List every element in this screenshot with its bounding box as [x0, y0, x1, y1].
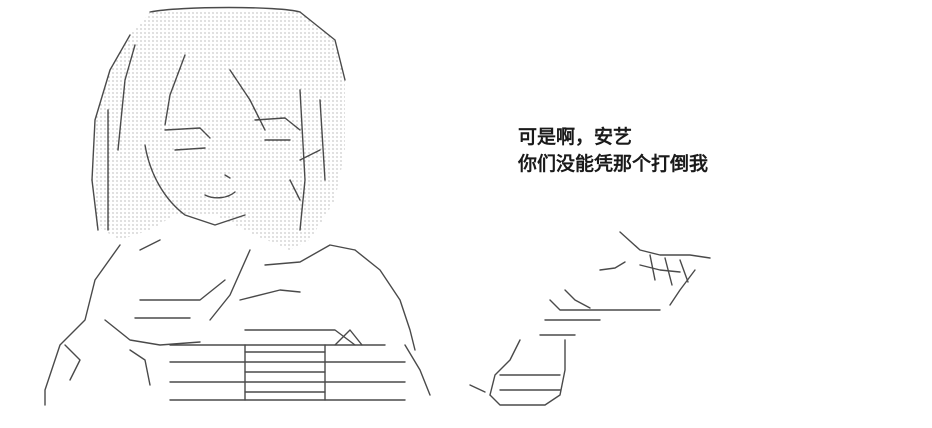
- dialogue-line-1: 可是啊，安艺: [518, 126, 633, 148]
- body-outline: [44, 239, 416, 406]
- belt-straps: [134, 279, 431, 401]
- hand-outline: [469, 231, 711, 406]
- face-outline: [144, 117, 321, 226]
- dialogue-text: 可是啊，安艺 你们没能凭那个打倒我: [518, 124, 708, 178]
- dialogue-line-2: 你们没能凭那个打倒我: [518, 153, 709, 175]
- hair-shape: [91, 6, 346, 250]
